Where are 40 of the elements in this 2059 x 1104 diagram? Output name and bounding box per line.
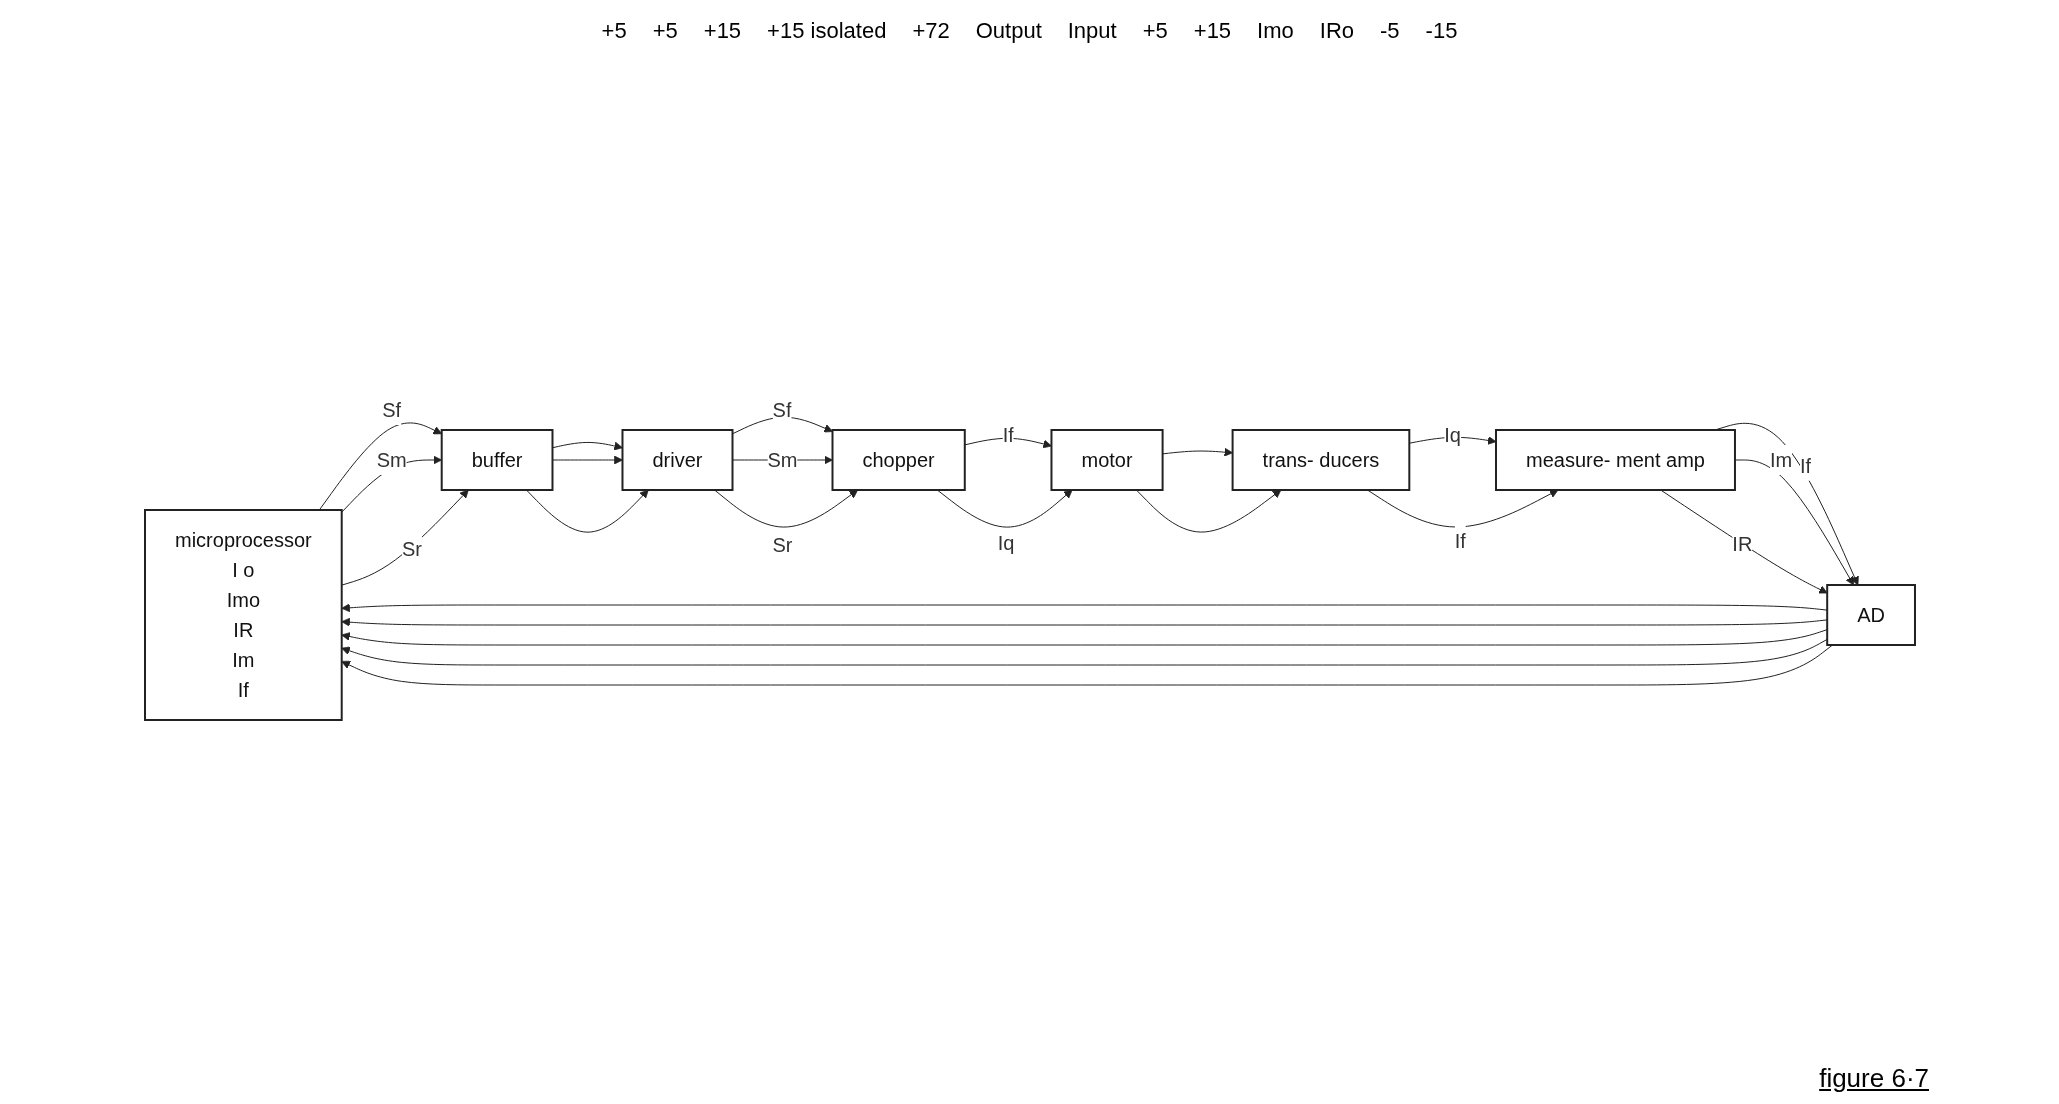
edge-label: Sf <box>381 399 401 421</box>
node-box: trans- ducers <box>1231 429 1410 491</box>
edge-label: Sm <box>376 449 407 471</box>
arrow <box>713 489 858 528</box>
annotation-text: +72 <box>911 17 951 45</box>
edge-label: If <box>1799 454 1811 477</box>
edge-label: If <box>1454 529 1466 552</box>
annotation-text: Output <box>974 17 1043 45</box>
node-box: microprocessor I o Imo IR Im If <box>143 509 343 721</box>
annotation-text: -15 <box>1424 17 1459 45</box>
arrow <box>936 489 1072 528</box>
edge-label: Sf <box>772 399 792 422</box>
arrow <box>525 489 649 533</box>
edge-label: IR <box>1731 533 1752 556</box>
arrow <box>1135 489 1281 533</box>
annotation-text: +15 <box>1192 17 1233 45</box>
annotation-text: Input <box>1066 17 1118 45</box>
annotation-text: +5 <box>1141 17 1169 45</box>
annotation-text: +5 <box>600 17 628 45</box>
edge-label: Sr <box>401 537 422 560</box>
node-box: AD <box>1825 584 1916 646</box>
edge-label: If <box>1002 424 1014 447</box>
node-box: motor <box>1049 429 1164 491</box>
annotation-text: +5 <box>651 17 679 45</box>
edge-label: Iq <box>1443 424 1461 446</box>
node-box: chopper <box>831 429 966 491</box>
annotation-text: IRo <box>1318 17 1356 45</box>
edge-label: Sr <box>772 534 792 556</box>
edge-label: Im <box>1769 449 1792 471</box>
edge-label: Iq <box>997 532 1014 555</box>
annotation-text: Imo <box>1256 17 1295 45</box>
node-box: buffer <box>440 429 553 491</box>
node-box: driver <box>621 429 733 491</box>
annotation-text: +15 <box>702 17 743 45</box>
annotation-text: -5 <box>1379 17 1401 45</box>
figure-caption: figure 6·7 <box>1819 1063 1929 1094</box>
arrow <box>1733 459 1854 586</box>
edge-label: Sm <box>767 449 797 471</box>
annotation-text: +15 isolated <box>766 17 888 45</box>
node-box: measure- ment amp <box>1494 429 1736 491</box>
